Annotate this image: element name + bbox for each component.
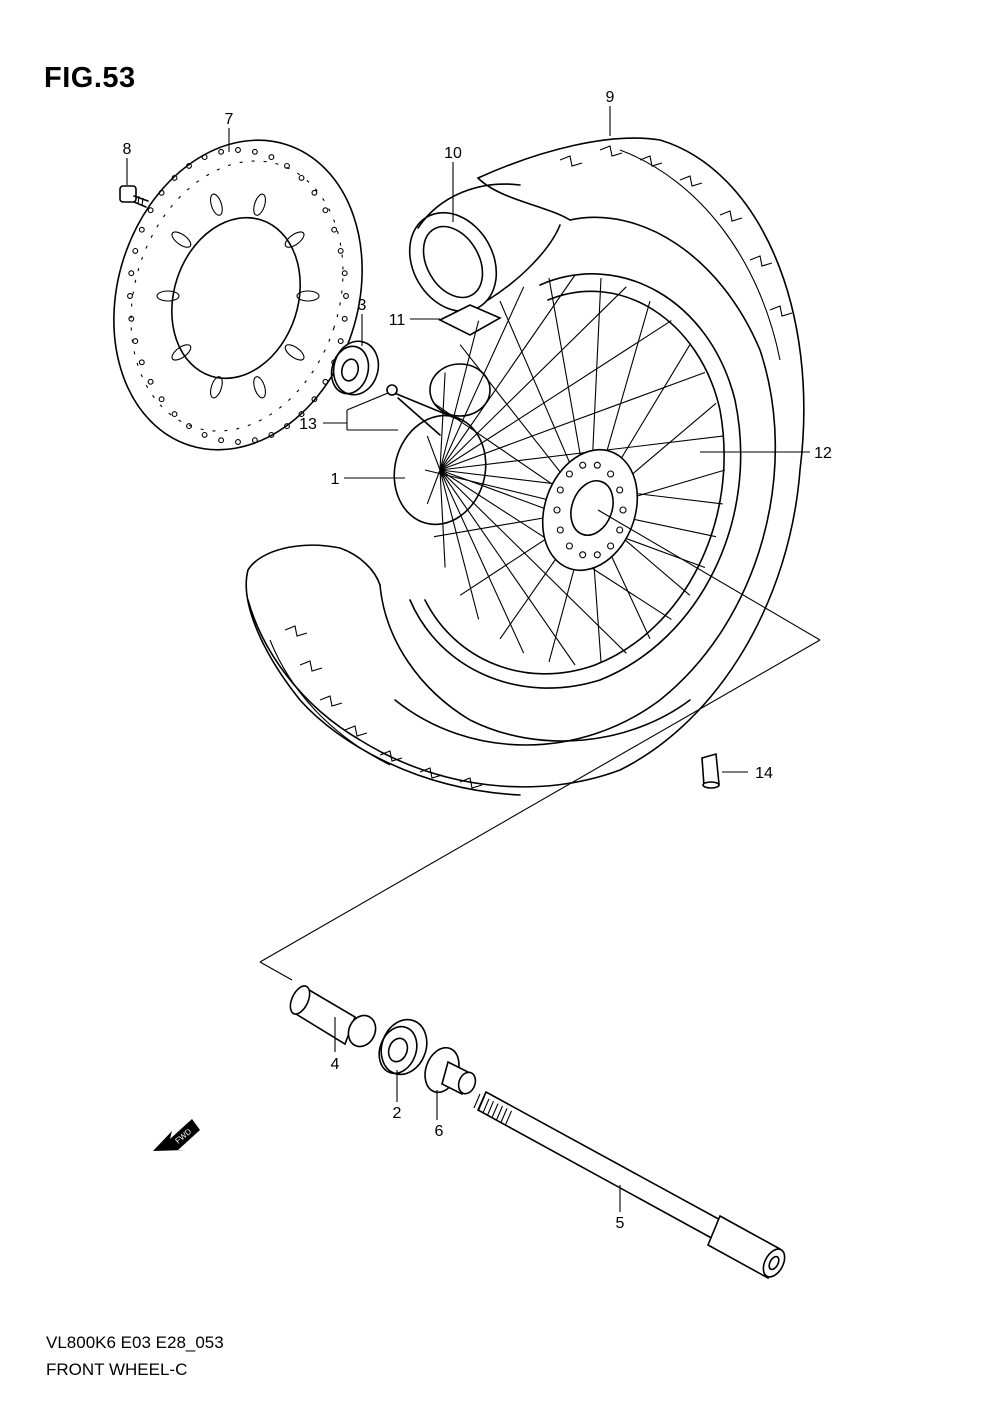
callout-12: 12 <box>814 445 832 462</box>
callout-5: 5 <box>616 1215 625 1232</box>
forward-arrow-icon: FWD <box>153 1119 200 1151</box>
valve-cap-icon <box>701 752 720 789</box>
callout-13: 13 <box>299 416 317 433</box>
callout-8: 8 <box>123 141 132 158</box>
rim-icon <box>409 273 742 689</box>
callout-14: 14 <box>755 765 773 782</box>
callout-leaders <box>126 106 810 1212</box>
figure-name: FRONT WHEEL-C <box>46 1360 188 1379</box>
bearing-icon <box>330 340 380 396</box>
callout-11: 11 <box>389 312 406 329</box>
figure-title: FIG.53 <box>44 62 136 94</box>
inner-tube-icon <box>408 183 561 313</box>
rim-band-icon <box>438 304 502 336</box>
callout-4: 4 <box>331 1056 340 1073</box>
callout-9: 9 <box>606 89 615 106</box>
tire-icon <box>245 137 805 796</box>
axle-icon <box>473 1090 786 1280</box>
callout-1: 1 <box>331 471 340 488</box>
callout-3: 3 <box>358 297 367 314</box>
bearing-icon <box>378 1018 428 1076</box>
model-code: VL800K6 E03 E28_053 <box>46 1333 224 1352</box>
hub-icon <box>393 363 639 572</box>
callout-6: 6 <box>435 1123 444 1140</box>
callout-2: 2 <box>393 1105 402 1122</box>
callout-10: 10 <box>444 145 462 162</box>
callout-7: 7 <box>225 111 234 128</box>
brake-disc-icon <box>113 139 363 451</box>
spoke-nipple-icon <box>386 384 461 436</box>
callout-labels: 7 8 3 11 10 9 12 13 1 4 2 6 5 14 <box>123 89 832 1232</box>
spacer-icon <box>289 985 377 1048</box>
collar-icon <box>424 1046 477 1096</box>
bolt-icon <box>119 185 149 208</box>
assembly-guide-lines <box>259 509 821 981</box>
